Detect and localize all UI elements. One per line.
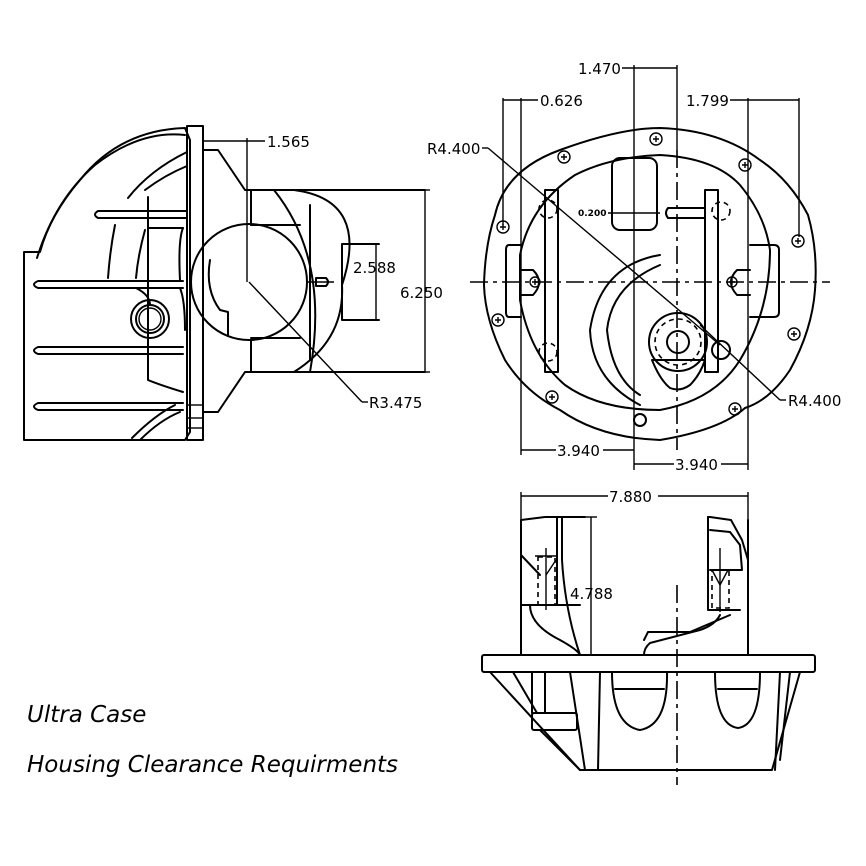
dim-front-left-offset: 0.626 — [540, 92, 583, 110]
drain-hole — [633, 413, 647, 427]
dim-top-overall-width: 7.880 — [609, 488, 652, 506]
pinion-dashed — [654, 318, 702, 366]
pinion-outer — [648, 312, 708, 372]
top-base-plate — [481, 654, 816, 673]
fill-plug-ring — [135, 304, 165, 334]
side-housing-outline — [23, 127, 191, 441]
top-lower-body — [489, 671, 801, 771]
dim-front-left-half: 3.940 — [557, 442, 600, 460]
dim-front-radius-upper: R4.400 — [427, 140, 480, 158]
fill-plug-outer — [130, 299, 170, 339]
fill-plug-inner — [138, 307, 162, 331]
ring-gear-arc-outer — [589, 254, 661, 406]
right-cap-bracket — [704, 189, 719, 373]
dim-side-inner-height: 2.588 — [353, 259, 396, 277]
side-rib-2 — [33, 280, 184, 289]
dim-side-offset: 1.565 — [267, 133, 310, 151]
drawing-subtitle: Housing Clearance Requirments — [27, 752, 399, 778]
dim-side-flange-height: 6.250 — [400, 284, 443, 302]
side-rib-1 — [94, 210, 188, 219]
top-view: 7.880 4.788 — [481, 488, 816, 785]
dim-front-slot-offset: 0.200 — [578, 209, 606, 219]
pinion-bore — [666, 330, 690, 354]
top-window-right — [714, 671, 761, 729]
side-view: 1.565 2.588 6.250 R3.475 — [23, 125, 443, 441]
drawing-title: Ultra Case — [27, 702, 147, 728]
side-rib-4 — [33, 402, 184, 411]
ring-gear-arc-inner — [606, 264, 661, 396]
dim-side-radius: R3.475 — [369, 394, 422, 412]
bolt-holes — [491, 132, 805, 416]
front-view: 1.470 0.626 1.799 R4.400 R4.400 0.200 3.… — [427, 60, 841, 474]
top-window-left — [611, 671, 669, 731]
side-inner-rib-arc — [127, 151, 188, 199]
dim-front-radius-lower: R4.400 — [788, 392, 841, 410]
front-flange-outline — [483, 127, 817, 441]
dim-top-height: 4.788 — [570, 585, 613, 603]
top-left-tower — [520, 516, 586, 656]
left-cap-bracket — [544, 189, 559, 373]
side-rib-3 — [33, 346, 184, 355]
dim-front-right-offset: 1.799 — [686, 92, 729, 110]
vent-hole — [711, 340, 731, 360]
dim-front-right-half: 3.940 — [675, 456, 718, 474]
side-housing-inner-arc — [36, 133, 186, 259]
dim-front-top-center: 1.470 — [578, 60, 621, 78]
side-inner-rib-arc2 — [144, 165, 188, 191]
front-inner-opening — [519, 154, 771, 411]
side-flange — [186, 125, 204, 441]
